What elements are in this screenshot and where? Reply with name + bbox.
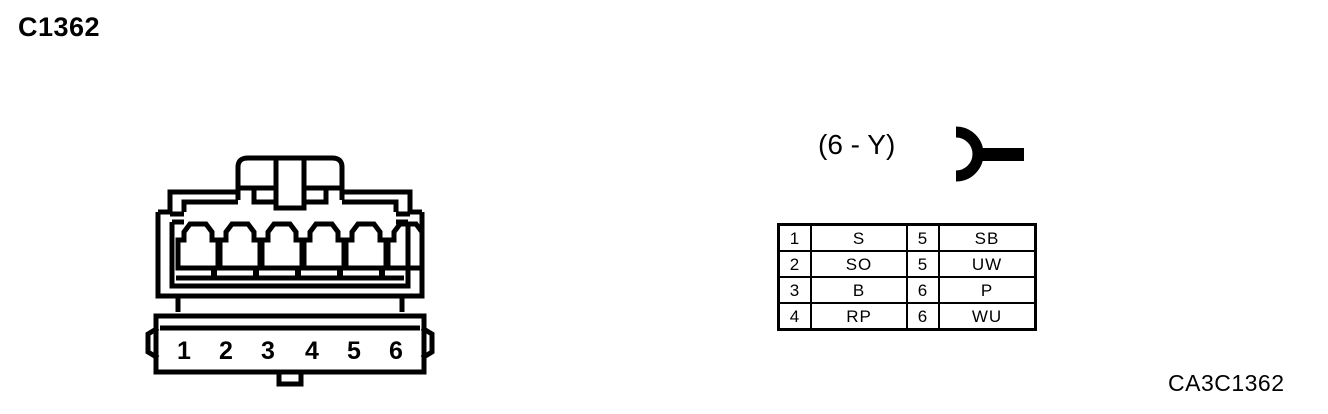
wire-code-a: SO — [810, 250, 908, 278]
pin-circuit-table: 1 S 5 SB 2 SO 5 UW 3 B 6 P 4 RP 6 WU — [777, 223, 1037, 331]
cavity-3 — [259, 221, 305, 271]
wire-code-a: B — [810, 276, 908, 304]
pin-number-a: 3 — [777, 276, 812, 304]
strip-outline — [153, 313, 427, 375]
latch-tab — [273, 160, 307, 211]
cavity-6 — [385, 221, 425, 271]
male-terminal-pin-icon — [955, 126, 1024, 182]
pin-number-a: 2 — [777, 250, 812, 278]
cavity-number-5: 5 — [347, 337, 361, 365]
strip-ear-left — [145, 325, 160, 361]
pin-number-b: 5 — [906, 223, 940, 252]
housing-neck — [175, 298, 405, 312]
table-row: 4 RP 6 WU — [777, 302, 1037, 331]
rail-tick-2 — [253, 270, 259, 278]
table-row: 1 S 5 SB — [777, 223, 1037, 252]
pin-number-b: 6 — [906, 302, 940, 331]
cavity-number-labels: 1 2 3 4 5 6 — [177, 337, 403, 365]
connector-drawing: 1 2 3 4 5 6 — [145, 155, 435, 387]
rail-tick-5 — [379, 270, 385, 278]
latch-outline — [235, 155, 345, 200]
wire-code-b: WU — [938, 302, 1037, 331]
pin-number-b: 6 — [906, 276, 940, 304]
shoulder-left-outer — [167, 189, 238, 214]
cavity-number-4: 4 — [305, 337, 319, 365]
cavity-2 — [217, 221, 263, 271]
latch-step-left — [251, 188, 276, 205]
wire-code-a: RP — [810, 302, 908, 331]
terminal-type-symbol: (6 - Y) — [818, 126, 1028, 188]
cavity-number-6: 6 — [389, 337, 403, 365]
cavity-1 — [175, 221, 221, 271]
strip-keying-notch — [276, 372, 304, 387]
cavity-4 — [301, 221, 347, 271]
numbered-strip — [145, 313, 435, 387]
housing-inner — [169, 222, 411, 289]
table-row: 3 B 6 P — [777, 276, 1037, 304]
rail-tick-3 — [295, 270, 301, 278]
wire-code-a: S — [810, 223, 908, 252]
strip-ear-right — [420, 325, 435, 361]
pin-table-body: 1 S 5 SB 2 SO 5 UW 3 B 6 P 4 RP 6 WU — [777, 223, 1037, 331]
wire-code-b: UW — [938, 250, 1037, 278]
shoulder-right-outer — [342, 189, 413, 214]
cavity-group — [175, 221, 425, 271]
figure-caption: CA3C1362 — [1168, 370, 1285, 396]
shoulder-left-inner — [181, 199, 238, 212]
pin-number-b: 5 — [906, 250, 940, 278]
wire-code-b: P — [938, 276, 1037, 304]
rail-divider-ticks — [211, 270, 385, 278]
cavity-number-2: 2 — [219, 337, 233, 365]
rail-tick-4 — [337, 270, 343, 278]
latch-step-right — [304, 188, 329, 205]
page-title: C1362 — [18, 12, 101, 42]
wire-code-b: SB — [938, 223, 1037, 252]
shoulder-right-inner — [342, 199, 399, 212]
rail-tick-1 — [211, 270, 217, 278]
cavity-number-1: 1 — [177, 337, 191, 365]
terminal-type-label: (6 - Y) — [818, 129, 896, 160]
table-row: 2 SO 5 UW — [777, 250, 1037, 278]
cavity-5 — [343, 221, 389, 271]
pin-number-a: 1 — [777, 223, 812, 252]
cavity-number-3: 3 — [261, 337, 275, 365]
pin-number-a: 4 — [777, 302, 812, 331]
